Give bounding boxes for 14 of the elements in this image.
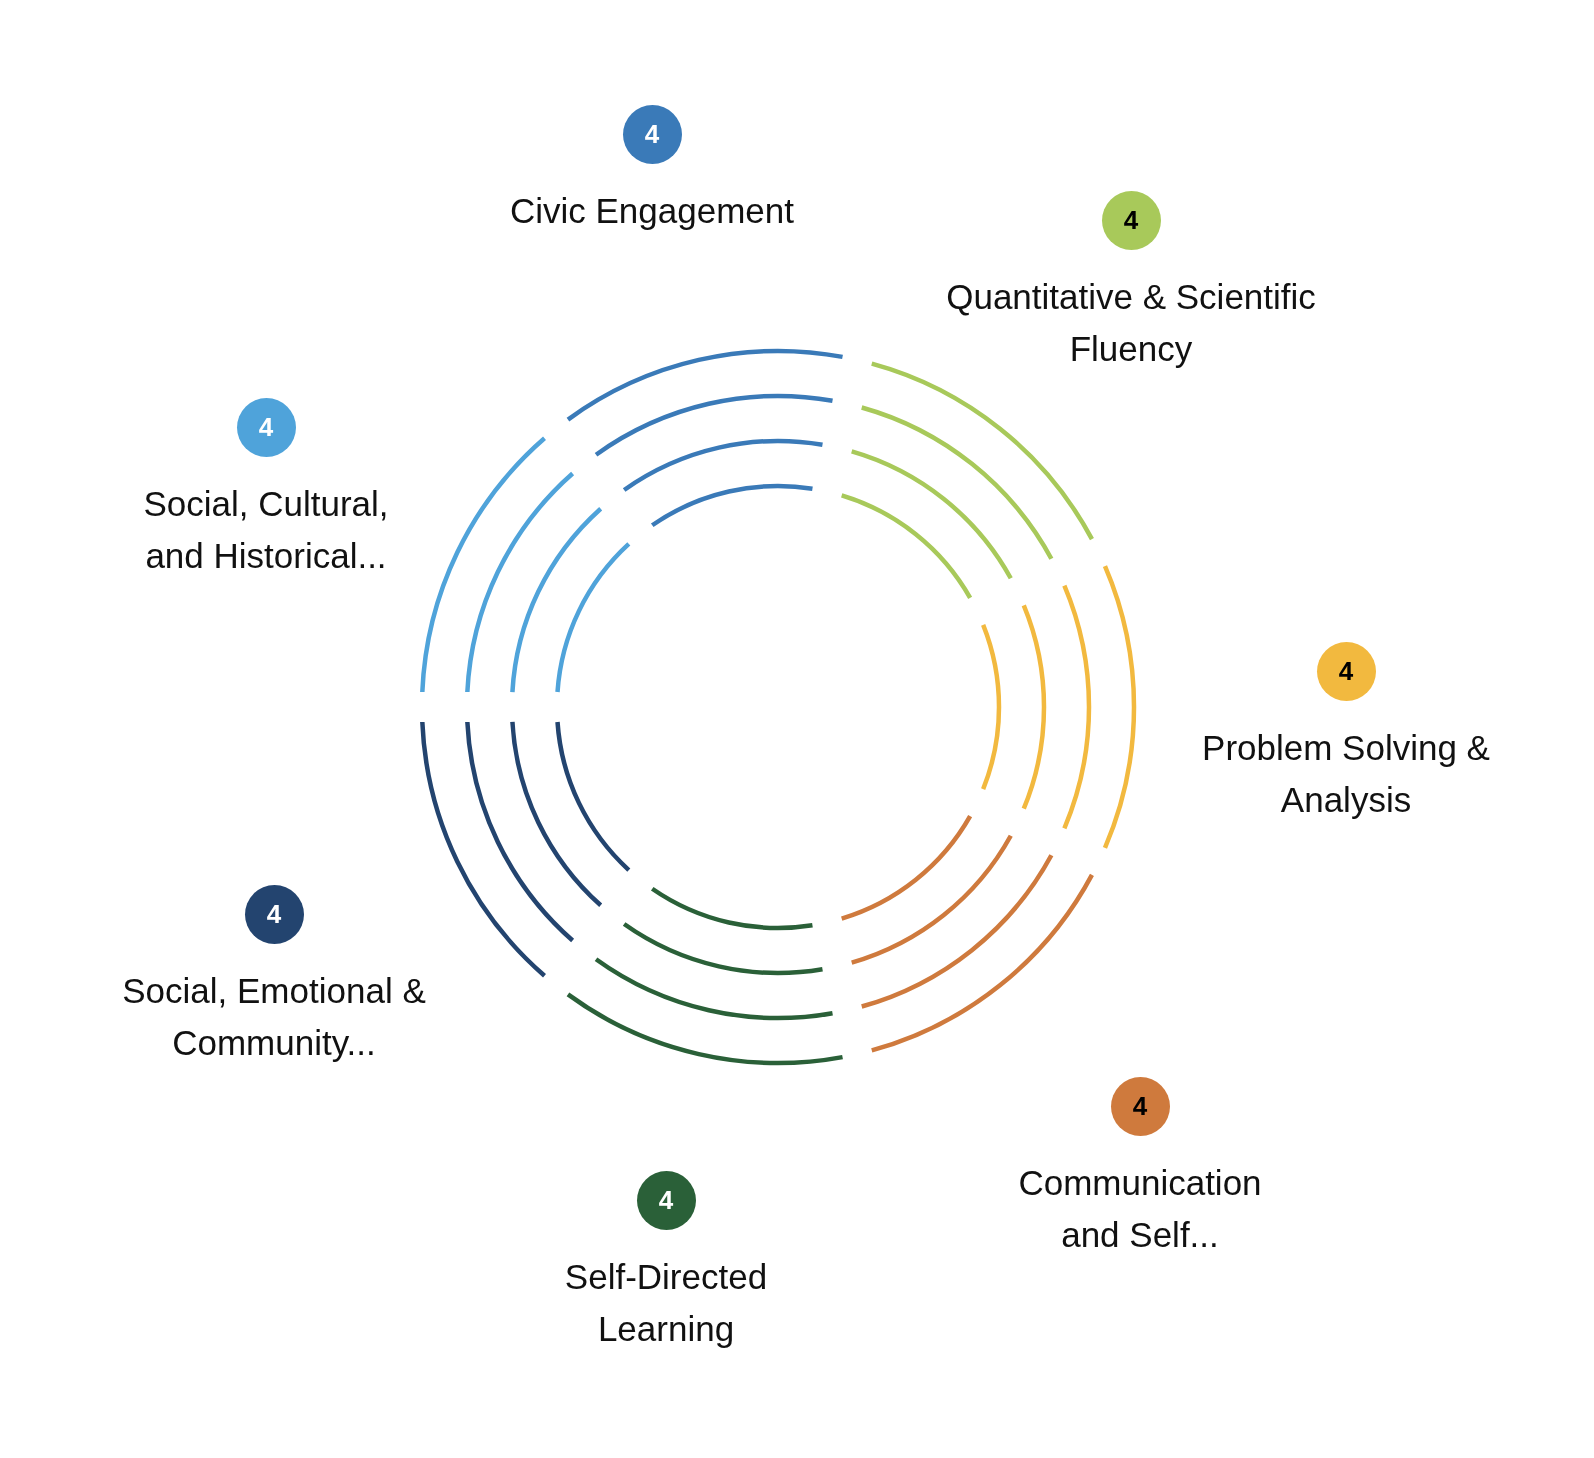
category-label: Civic Engagement [509, 190, 794, 232]
category-label: Self-Directed Learning [563, 1256, 769, 1350]
category-label: Social, Emotional & Community... [121, 970, 427, 1064]
category-label: Communication and Self... [1017, 1162, 1263, 1256]
score-badge: 4 [1101, 191, 1161, 250]
category-label: Social, Cultural, and Historical... [142, 483, 390, 577]
category-label: Quantitative & Scientific Fluency [945, 276, 1317, 370]
score-badge: 4 [1110, 1077, 1170, 1136]
score-badge: 4 [636, 1171, 696, 1230]
score-badge: 4 [1316, 642, 1376, 701]
score-badge: 4 [236, 398, 296, 457]
score-badge: 4 [244, 885, 304, 944]
score-badge: 4 [622, 105, 682, 164]
category-label: Problem Solving & Analysis [1201, 727, 1491, 821]
